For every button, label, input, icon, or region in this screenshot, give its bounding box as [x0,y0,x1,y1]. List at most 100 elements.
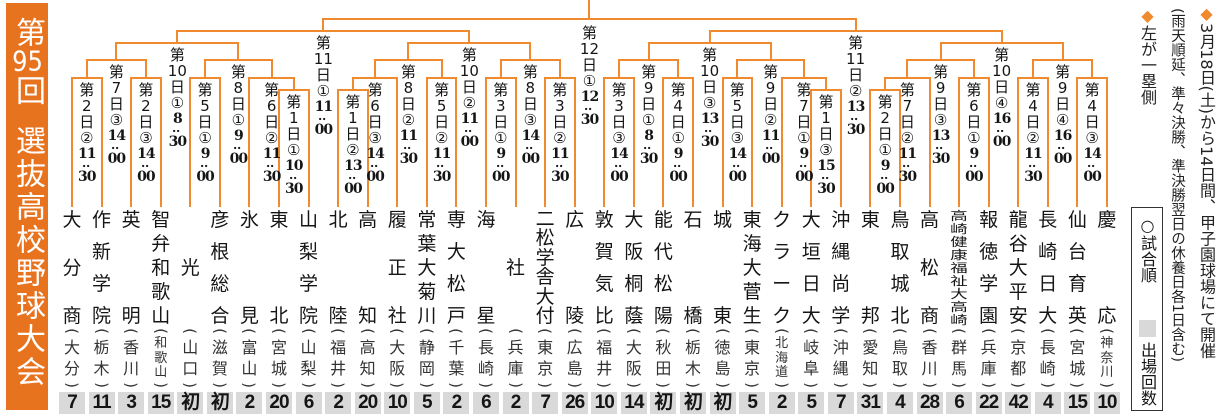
team-name-char: 谷 [1008,233,1028,255]
match-label-part: : [966,163,981,169]
note-period: 3月18日(土)から14日間、甲子園球場にて開催 [1197,23,1216,359]
paren-close: ) [713,382,732,388]
match-label-part: 30 [846,122,866,138]
team-prefecture-char: 宮 [1069,338,1086,358]
team-name: 能代松陽 [649,210,677,326]
bracket-line [708,30,1003,32]
bracket-line [440,59,443,78]
team-prefecture-char: 高 [359,338,376,358]
match-label-part: 00 [728,169,748,185]
match-label-part: 9 [233,128,244,144]
team-prefecture-char: 阪 [625,358,642,378]
team-prefecture-char: 知 [862,358,879,378]
bracket-line [396,77,399,207]
team-name-char: 弁 [151,233,171,255]
team-name-char: 平 [1008,281,1028,303]
bracket-line [884,77,887,90]
team-prefecture: (兵庫) [502,326,530,390]
team-name-char: 履 [387,209,407,231]
team-name-char: 菊 [417,281,437,303]
team-name: 高松商 [916,210,944,326]
bracket-line [1000,30,1003,43]
bracket-line [176,30,471,32]
match-label-part: 第 [367,81,383,99]
team-name-char: 園 [979,305,999,327]
match-label-part: 第 [796,81,812,99]
paren-close: ) [506,382,525,388]
bracket-line [270,59,273,78]
team-prefecture: (栃木) [679,326,707,390]
match-label-part: 日 [79,113,95,131]
match-label-part: 00 [196,169,215,185]
team-name-char: 健 [950,235,968,249]
team-name-char: 大 [624,209,644,231]
bracket-line [869,89,901,91]
team-prefecture-char: 城 [270,358,287,378]
match-label-part: : [796,163,811,169]
match-label-part: ① [231,111,246,129]
team-name-char: 根 [210,241,230,263]
match-label-part: : [345,175,360,181]
paren-close: ) [269,382,288,388]
team-name: 石橋 [679,210,707,326]
team-name: 東海大菅生 [738,210,766,326]
team-prefecture-char: 阜 [803,358,820,378]
team-name-char: 専 [446,209,466,231]
paren-close: ) [595,382,614,388]
team-name-char: 北 [328,209,348,231]
paren-close: ) [1097,382,1116,388]
legend-gray-swatch-icon [1139,320,1156,337]
match-label-part: : [79,163,94,169]
match-label-part: 2 [141,97,151,115]
team-name-char: 高 [920,209,940,231]
paren-close: ) [890,382,909,388]
match-label-part: 日 [1025,113,1041,131]
match-label-part: 9 [880,158,891,174]
match-label-part: 15 [817,158,836,174]
team-prefecture-char: 縄 [832,358,849,378]
team-name-char: 慶 [1097,209,1117,231]
paren-open: ( [151,328,170,334]
bracket-line [130,77,133,207]
note-side: ◆左が一塁側 [1138,6,1157,105]
team-name-char: 康 [950,248,968,262]
team-appearance-count: 6 [295,392,322,414]
match-label-part: 第 [434,81,450,99]
match-label-part: 日 [933,95,949,113]
match-label-part: ③ [109,111,124,129]
team-prefecture-char: 京 [1010,338,1027,358]
legend-game-order: ○試合順 [1138,216,1157,283]
match-label-part: ③ [1085,129,1099,147]
team-name: 履正社 [383,210,411,326]
match-label-part: 第 [611,81,627,99]
team-name-char: 崎 [950,222,968,236]
team-name-char: 海 [742,233,762,255]
team-name-char: 戸 [446,305,466,327]
team-name-char: 長 [1038,209,1058,231]
team-prefecture: (兵庫) [975,326,1003,390]
match-label-part: 9 [643,79,654,97]
match-label-part: 11 [432,146,452,162]
bracket-line [1017,77,1020,207]
paren-close: ) [210,382,229,388]
team-name-char: ー [772,273,792,295]
team-name: 沖縄尚学 [827,210,855,326]
match-label-part: 00 [876,181,895,197]
match-label-part: 10 [167,62,187,80]
match-label-part: 30 [1024,169,1043,185]
bracket-line [721,77,724,207]
match-label-part: 30 [285,181,304,197]
team-name: 智弁和歌山 [147,210,175,326]
team-name-char: ク [772,209,792,231]
match-label-part: 00 [795,169,814,185]
bracket-line [374,59,377,78]
match-label-part: 日 [899,113,915,131]
paren-open: ( [181,328,200,334]
team-appearance-count: 7 [532,392,559,414]
team-prefecture: (福井) [324,326,352,390]
